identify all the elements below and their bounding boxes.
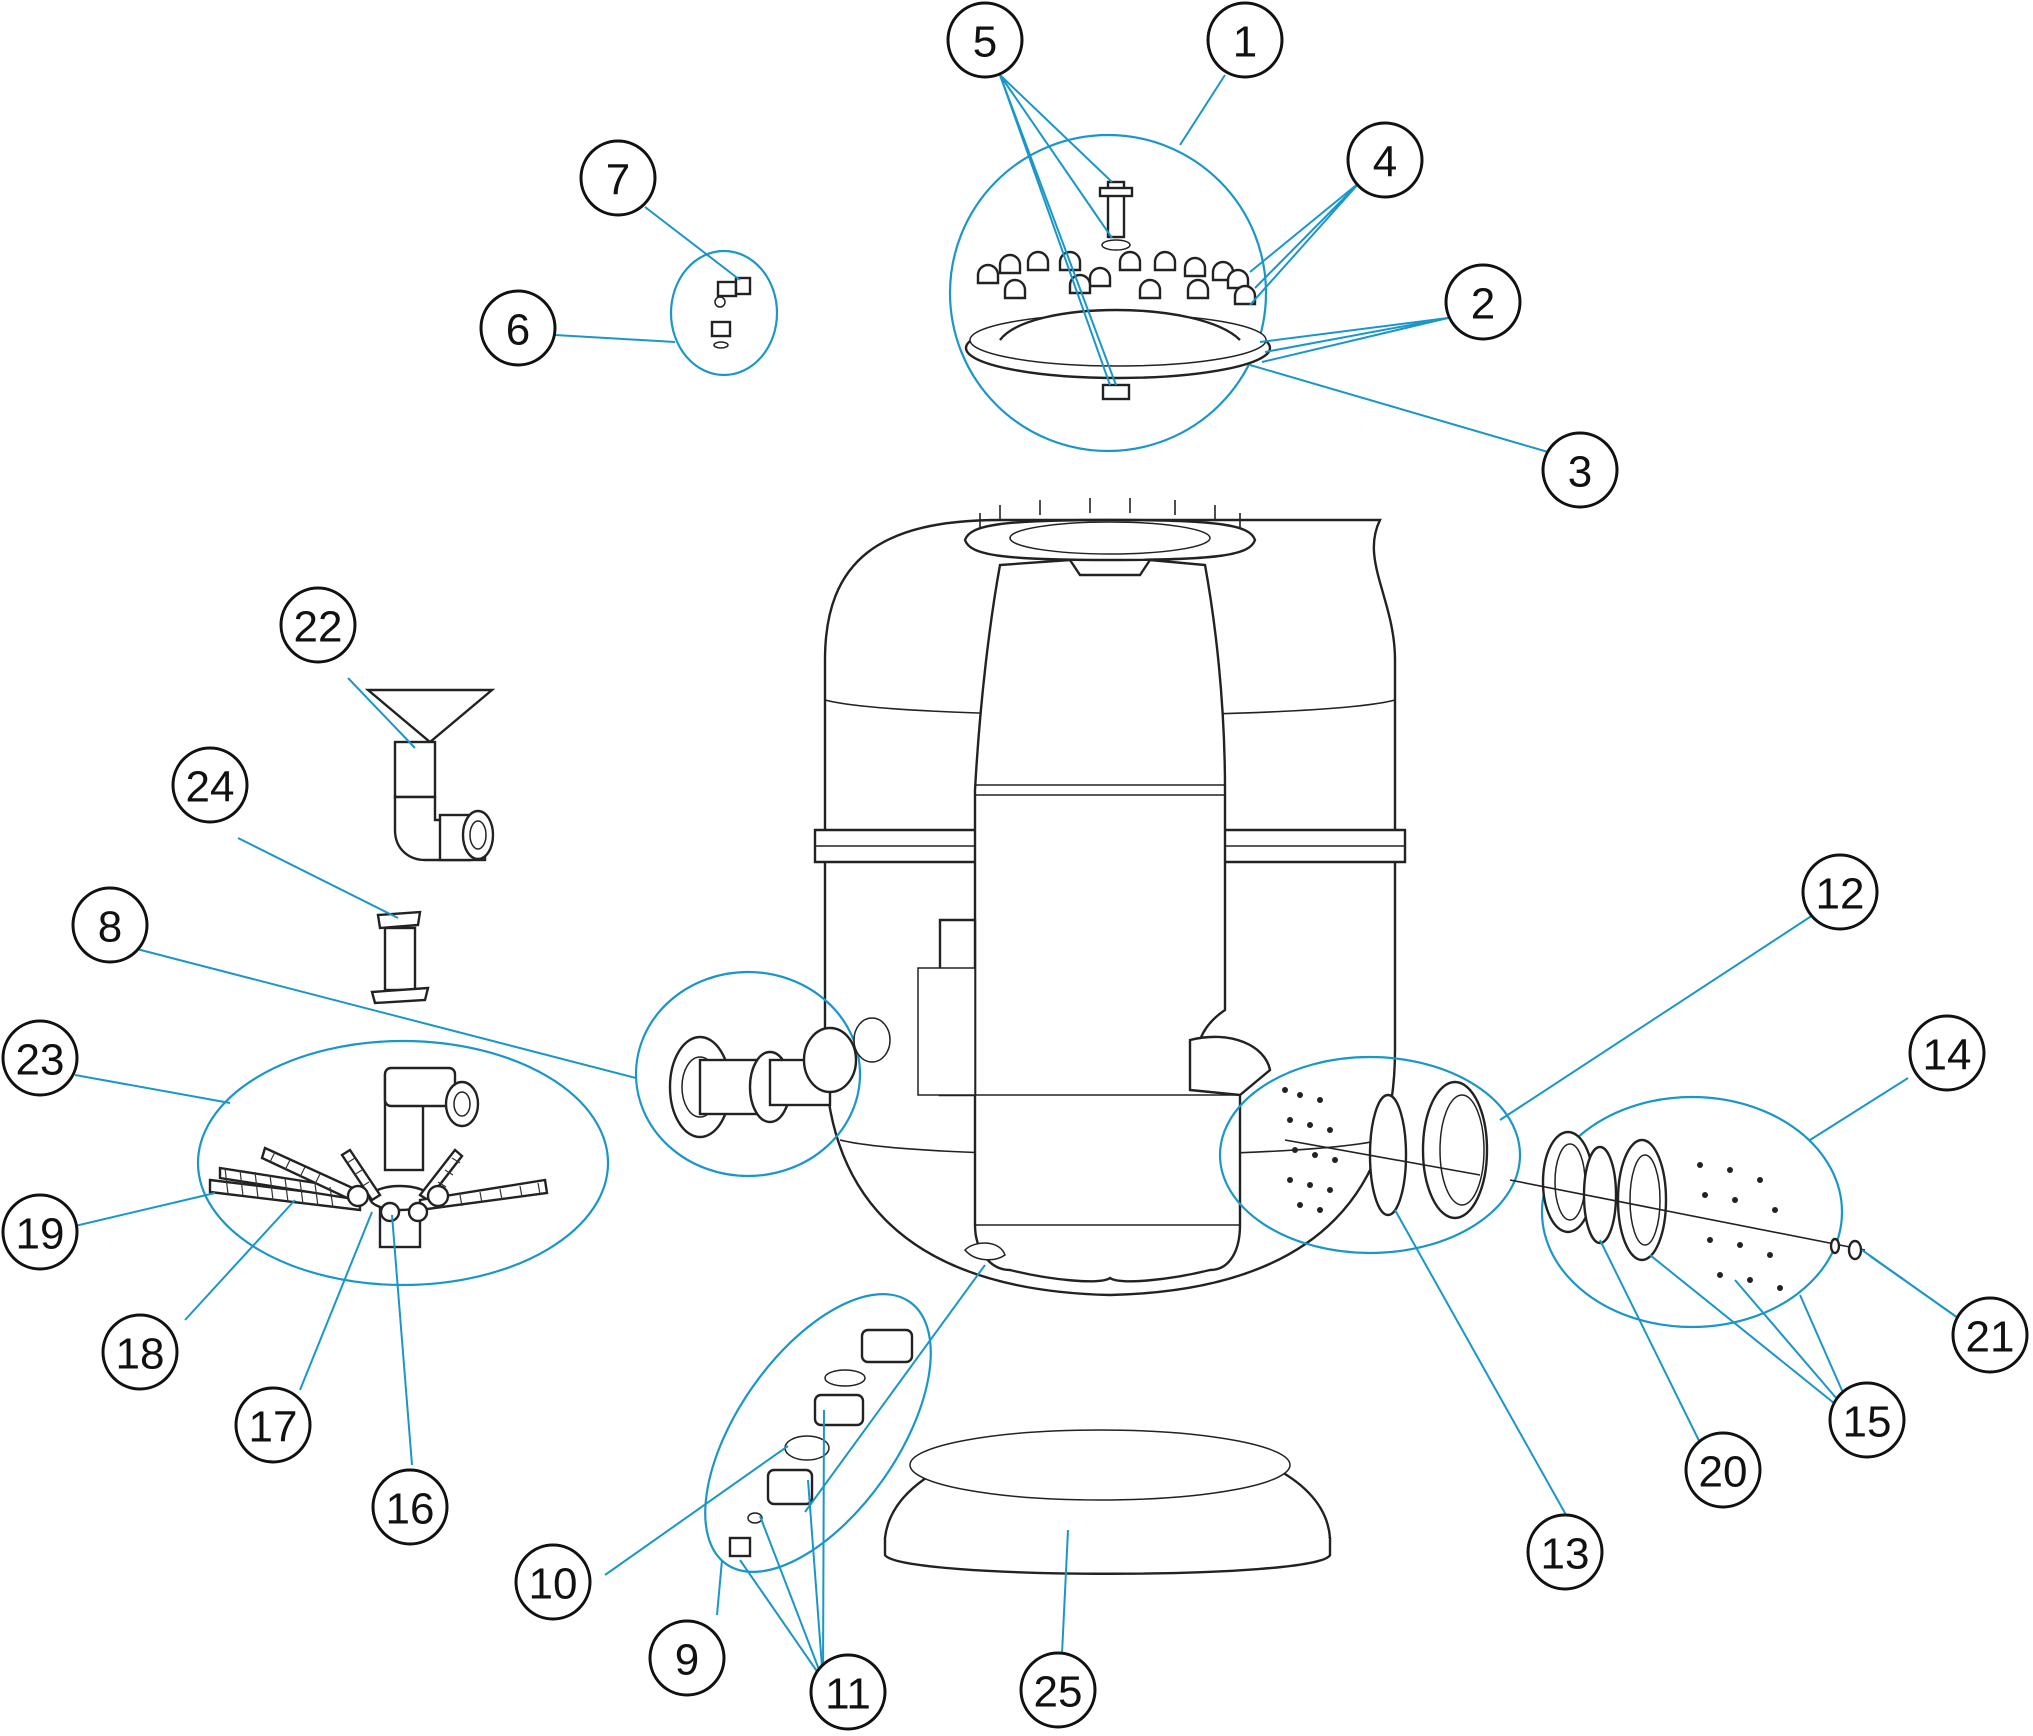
- callout-19: 19: [1, 1193, 79, 1271]
- lid-assembly: [948, 133, 1272, 453]
- callout-1: 1: [1206, 1, 1284, 79]
- callout-label: 24: [186, 763, 235, 812]
- callout-21: 21: [1951, 1296, 2029, 1374]
- inlet-funnel-pipe: [364, 688, 496, 862]
- callout-label: 13: [1541, 1530, 1590, 1579]
- callout-label: 18: [116, 1330, 165, 1379]
- callout-10: 10: [514, 1543, 592, 1621]
- cap-nuts: [976, 250, 1257, 306]
- callout-17: 17: [234, 1386, 312, 1464]
- callout-label: 23: [16, 1036, 65, 1085]
- callout-8: 8: [71, 886, 149, 964]
- sight-glass-assembly: [1509, 1095, 1866, 1329]
- callout-label: 19: [16, 1210, 65, 1259]
- callout-label: 1: [1233, 18, 1257, 67]
- callout-label: 25: [1034, 1668, 1083, 1717]
- callout-4: 4: [1346, 121, 1424, 199]
- leader-lines: [74, 74, 1976, 1696]
- lateral-assembly: [196, 1039, 610, 1287]
- support-piece: [370, 910, 430, 1005]
- callout-14: 14: [1908, 1014, 1986, 1092]
- callout-9: 9: [648, 1619, 726, 1697]
- callout-label: 15: [1843, 1398, 1892, 1447]
- callout-label: 9: [675, 1636, 699, 1685]
- callout-6: 6: [479, 289, 557, 367]
- callout-label: 5: [973, 18, 997, 67]
- sight-glass-bolts: [1697, 1162, 1783, 1291]
- callout-label: 8: [98, 903, 122, 952]
- manhole-bolt-holes: [1282, 1087, 1338, 1213]
- callout-label: 3: [1568, 448, 1592, 497]
- callout-7: 7: [579, 139, 657, 217]
- callout-label: 12: [1816, 870, 1865, 919]
- callout-24: 24: [171, 746, 249, 824]
- callout-label: 22: [294, 603, 343, 652]
- base-stand: [883, 1429, 1332, 1575]
- collar-studs: [979, 498, 1241, 528]
- callout-label: 11: [825, 1670, 871, 1719]
- callout-20: 20: [1684, 1431, 1762, 1509]
- callout-label: 4: [1373, 138, 1397, 187]
- callout-label: 14: [1923, 1031, 1972, 1080]
- callout-23: 23: [1, 1019, 79, 1097]
- callout-label: 20: [1699, 1448, 1748, 1497]
- callout-5: 5: [946, 1, 1024, 79]
- callout-label: 16: [386, 1485, 435, 1534]
- callout-label: 17: [249, 1403, 298, 1452]
- callout-16: 16: [371, 1468, 449, 1546]
- manhole-assembly: [1218, 1055, 1522, 1255]
- callout-25: 25: [1019, 1651, 1097, 1729]
- callout-label: 10: [529, 1560, 578, 1609]
- callout-13: 13: [1526, 1513, 1604, 1591]
- filter-tank: [813, 498, 1407, 1297]
- air-valve-group: [669, 249, 779, 377]
- callout-label: 2: [1471, 280, 1495, 329]
- callout-2: 2: [1444, 263, 1522, 341]
- callout-12: 12: [1801, 853, 1879, 931]
- callout-15: 15: [1828, 1381, 1906, 1459]
- callout-18: 18: [101, 1313, 179, 1391]
- callout-label: 6: [506, 306, 530, 355]
- callout-11: 11: [809, 1653, 887, 1731]
- callout-3: 3: [1541, 431, 1619, 509]
- side-valve-group: [634, 970, 891, 1178]
- callout-22: 22: [279, 586, 357, 664]
- callout-label: 7: [606, 156, 630, 205]
- drain-assembly: [704, 1293, 932, 1573]
- callout-label: 21: [1966, 1313, 2015, 1362]
